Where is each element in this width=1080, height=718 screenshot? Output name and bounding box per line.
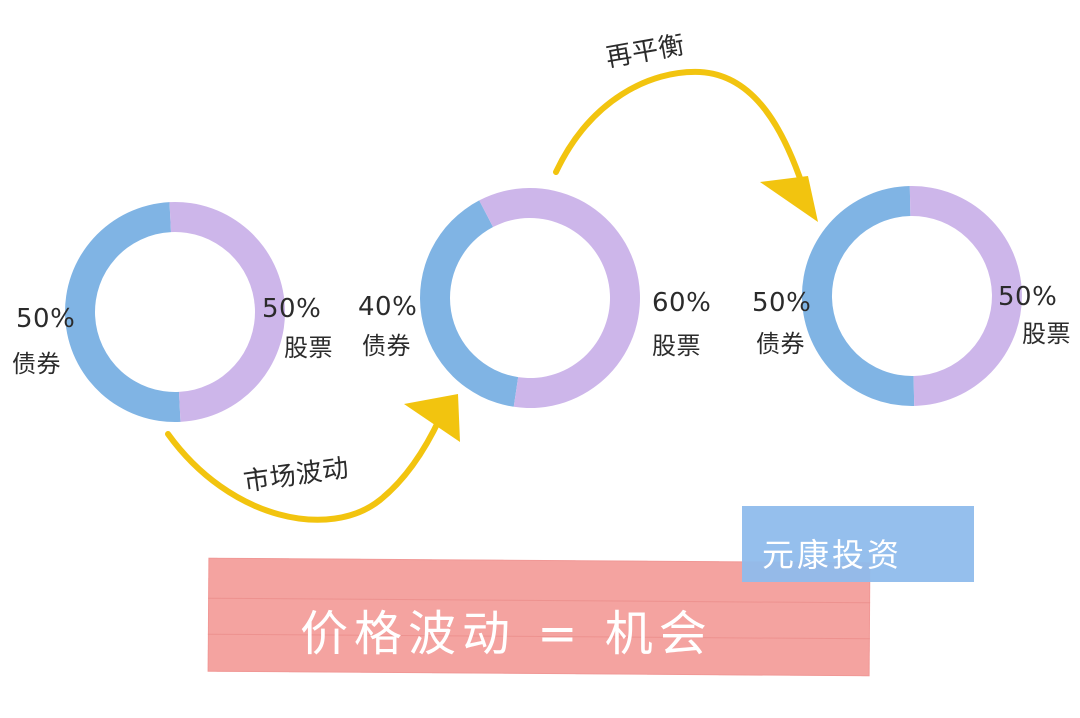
donut-2-stock-name: 股票 [652,332,701,360]
donut-3 [801,186,1022,407]
donut-2-bond-percent: 40% [358,292,418,322]
donut-2-bond-arc [419,200,519,407]
donut-3-stock-arc [909,186,1022,406]
donut-2-stock-arc [479,187,640,408]
arrow-2-curve [553,68,809,199]
donut-1-bond-percent: 50% [16,304,76,334]
donut-1-bond-arc [64,202,181,422]
donut-3-stock-percent: 50% [998,282,1058,312]
arrow-rebalance [553,68,818,222]
donut-3-stock-name: 股票 [1022,320,1071,348]
donut-1-stock-percent: 50% [262,294,322,324]
arrow-1-curve [165,415,443,523]
arrow-1-head-icon [404,394,460,442]
banner-text: 价格波动 = 机会 [300,606,713,662]
donut-1-stock-arc [169,202,285,422]
arrow-2-head-icon [760,176,818,222]
donut-1-stock-name: 股票 [284,334,333,362]
donut-3-bond-percent: 50% [752,288,812,318]
donut-1 [64,202,285,422]
brand-tag-text: 元康投资 [762,536,903,574]
donut-2-bond-name: 债券 [362,332,411,360]
donut-3-bond-arc [801,186,915,407]
donut-1-bond-name: 债券 [12,350,61,378]
arrow-market-fluctuation [165,394,460,523]
donut-3-bond-name: 债券 [756,330,805,358]
donut-2 [419,187,640,408]
donut-2-stock-percent: 60% [652,288,712,318]
brand-tag [742,506,974,582]
